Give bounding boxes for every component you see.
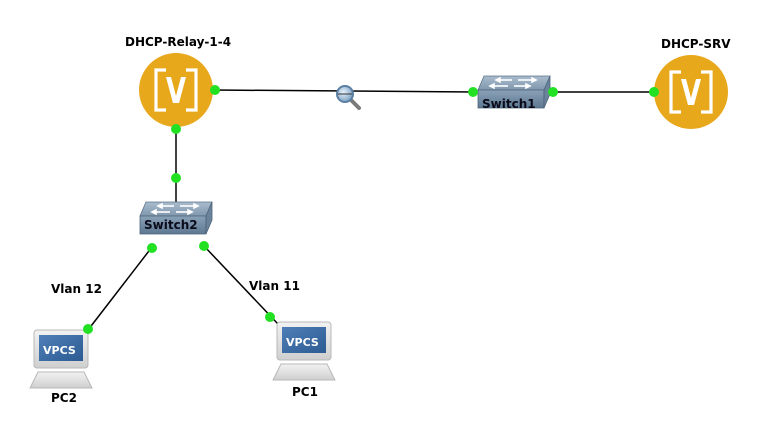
vpcs-computer-icon: [29, 329, 93, 389]
port-status-dot: [548, 87, 558, 97]
node-label-switch2: Switch2: [144, 218, 198, 232]
vios-router-icon: [669, 70, 713, 114]
port-status-dot: [171, 124, 181, 134]
vpcs-computer-icon: [272, 321, 336, 381]
pc1-screen-text: VPCS: [286, 336, 319, 349]
link-switch2-pc1[interactable]: [203, 245, 279, 325]
pc2-screen-text: VPCS: [43, 344, 76, 357]
node-label-dhcp-relay: DHCP-Relay-1-4: [125, 35, 232, 49]
port-status-dot: [199, 241, 209, 251]
vios-router-icon: [154, 68, 198, 112]
switch-switch1[interactable]: [477, 75, 551, 109]
link-switch2-pc2[interactable]: [87, 246, 153, 331]
vpcs-pc1[interactable]: [272, 321, 336, 381]
link-label-vlan12: Vlan 12: [51, 282, 102, 296]
router-dhcp-relay[interactable]: [139, 53, 213, 127]
port-status-dot: [468, 87, 478, 97]
link-label-vlan11: Vlan 11: [249, 279, 300, 293]
switch-icon: [477, 75, 551, 109]
port-status-dot: [171, 173, 181, 183]
vpcs-pc2[interactable]: [29, 329, 93, 389]
port-status-dot: [147, 243, 157, 253]
port-status-dot: [210, 85, 220, 95]
port-status-dot: [649, 87, 659, 97]
link-status-dots: [83, 85, 659, 334]
router-dhcp-srv[interactable]: [654, 55, 728, 129]
node-label-pc1: PC1: [292, 385, 318, 399]
node-label-dhcp-srv: DHCP-SRV: [661, 37, 731, 51]
port-status-dot: [83, 324, 93, 334]
node-label-switch1: Switch1: [482, 97, 536, 111]
packet-capture-icon[interactable]: [336, 85, 361, 110]
port-status-dot: [265, 312, 275, 322]
switch-icon: [139, 201, 213, 235]
switch-switch2[interactable]: [139, 201, 213, 235]
node-label-pc2: PC2: [51, 391, 77, 405]
